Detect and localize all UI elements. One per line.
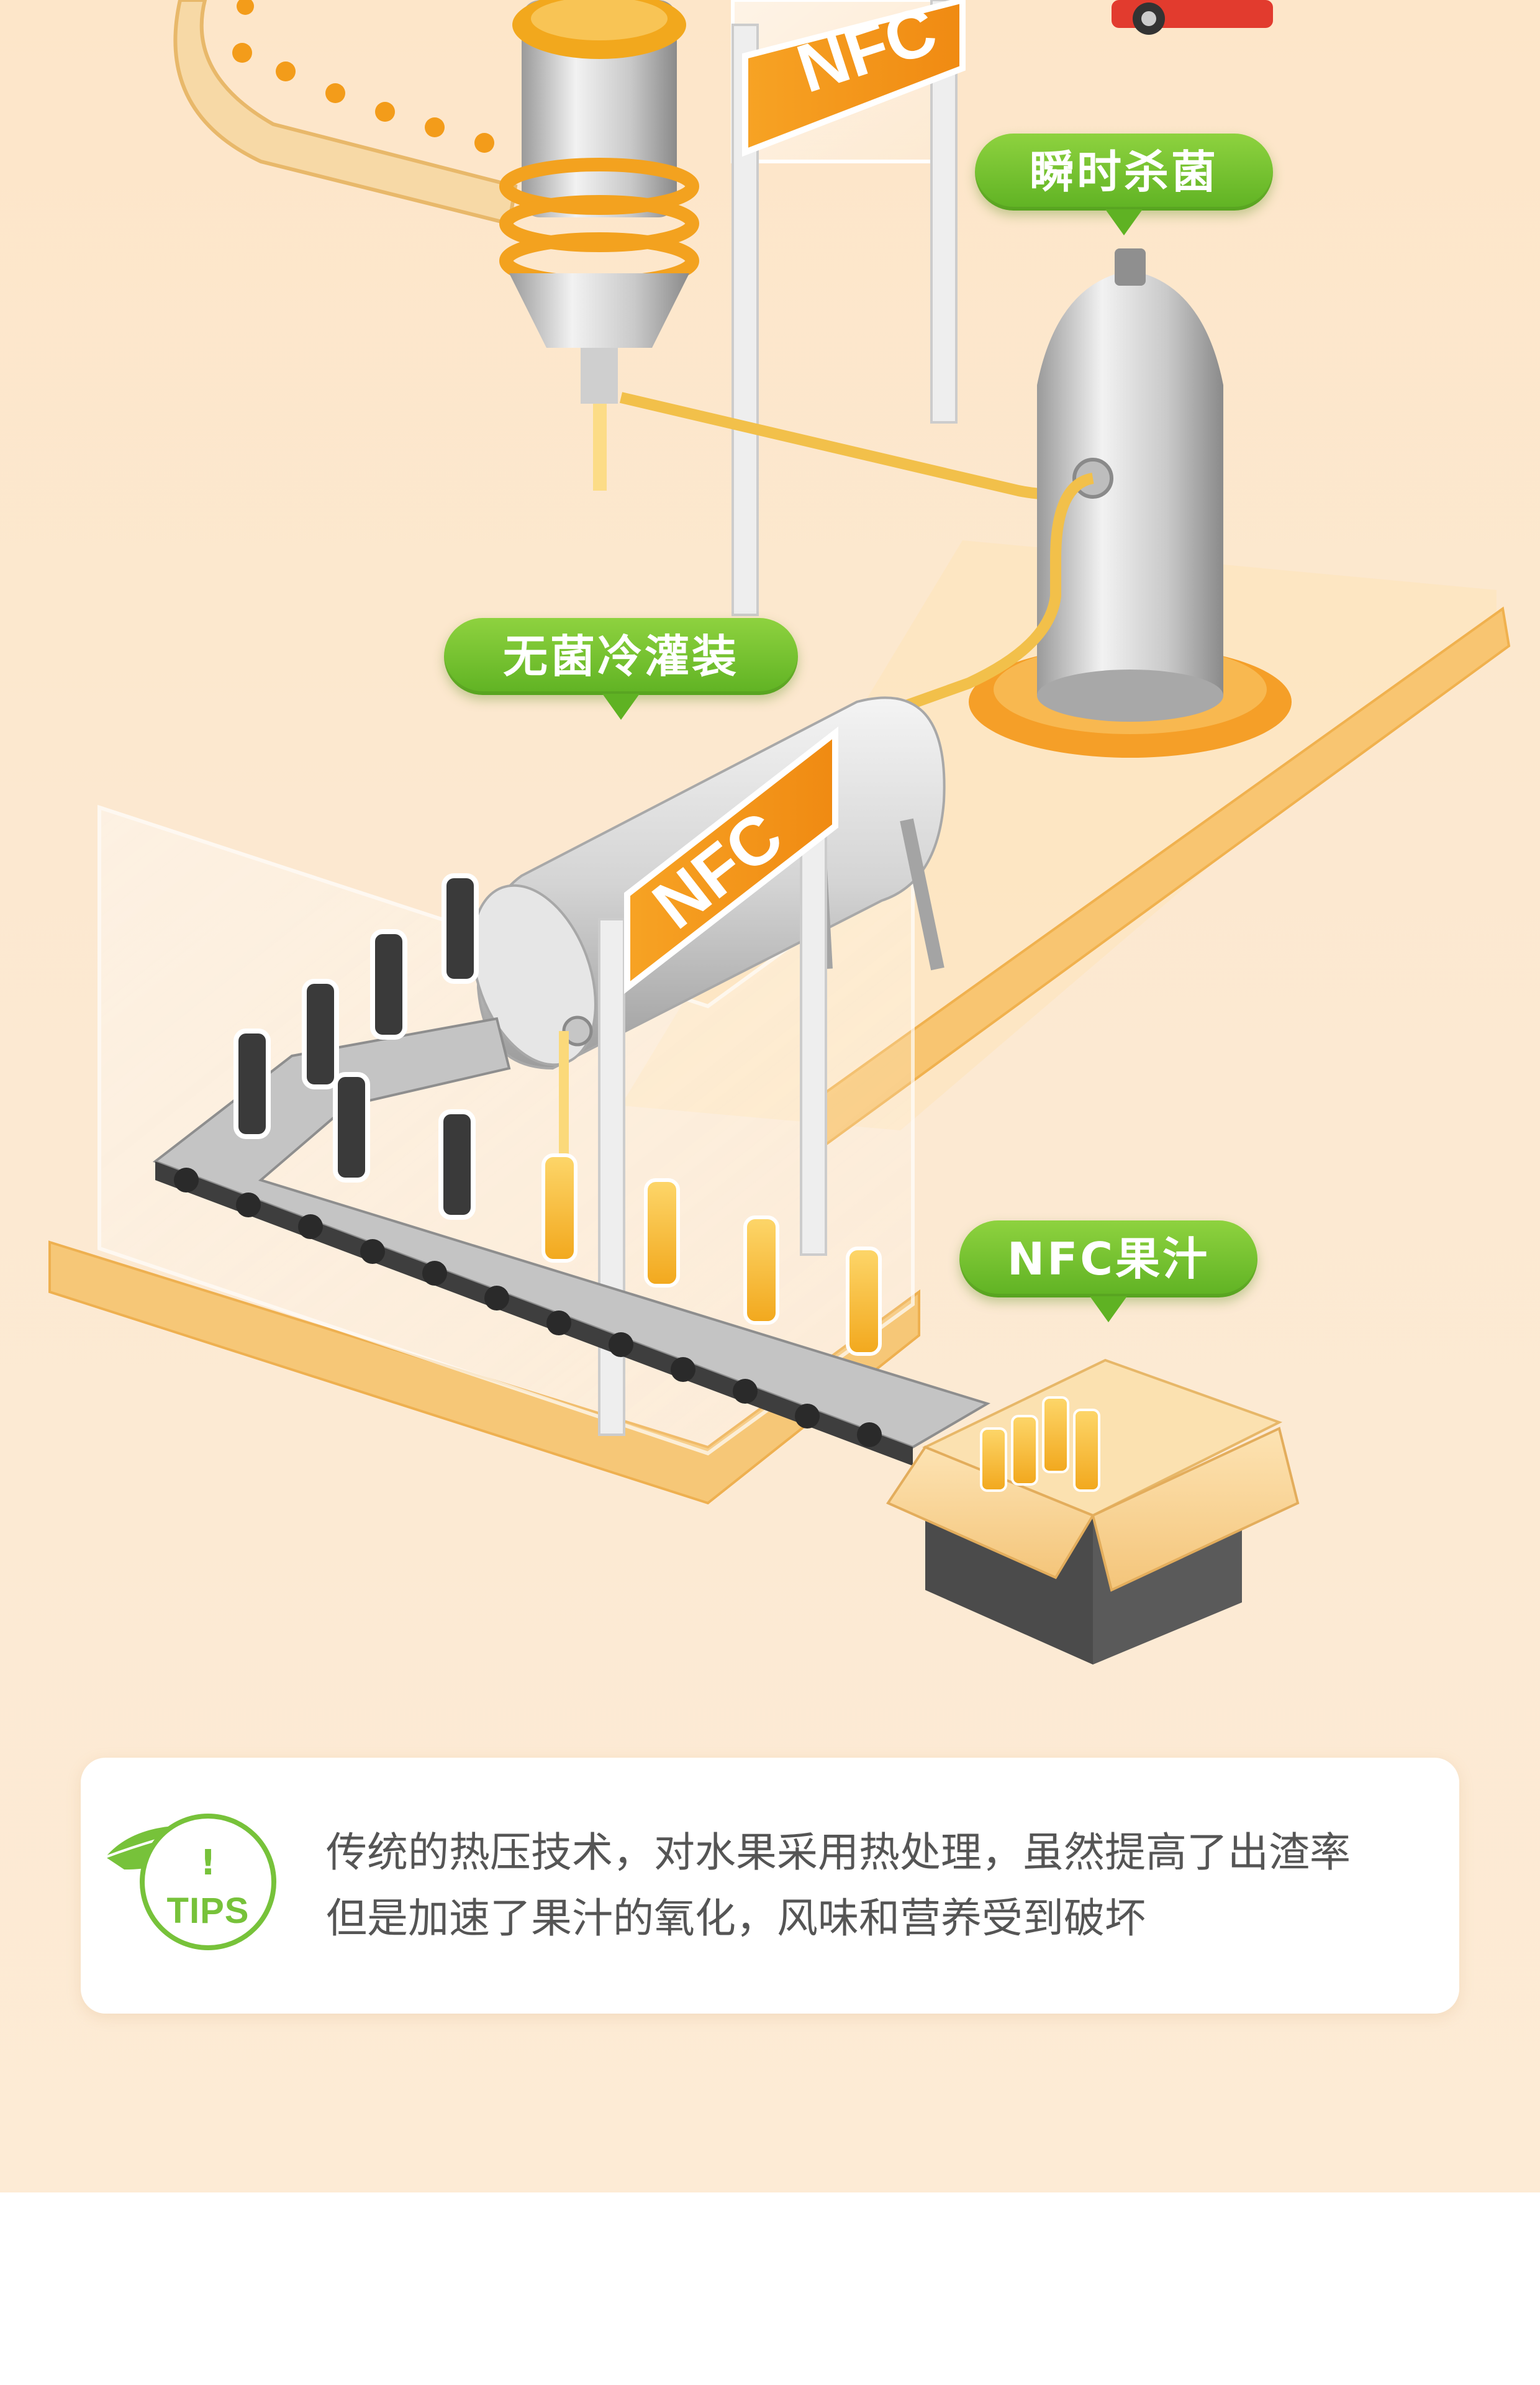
label-nfc-juice: NFC果汁 — [959, 1220, 1257, 1322]
tips-badge: ! TIPS — [140, 1814, 276, 1950]
filled-bottles — [541, 1153, 882, 1356]
label-instant-sterilization: 瞬时杀菌 — [975, 134, 1273, 235]
empty-bottles — [233, 873, 479, 1220]
tips-badge-label: TIPS — [166, 1891, 250, 1931]
tips-line-1: 传统的热压技术，对水果采用热处理，虽然提高了出渣率 — [326, 1828, 1351, 1876]
delivery-truck — [1112, 0, 1273, 35]
tips-line-2: 但是加速了果汁的氧化，风味和营养受到破坏 — [326, 1894, 1146, 1942]
orange-fruits — [232, 0, 494, 153]
sterilizer-tank — [969, 248, 1292, 758]
tips-text: 传统的热压技术，对水果采用热处理，虽然提高了出渣率 但是加速了果汁的氧化，风味和… — [326, 1820, 1431, 1951]
label-aseptic-cold-filling: 无菌冷灌装 — [444, 618, 798, 720]
tips-card: ! TIPS 传统的热压技术，对水果采用热处理，虽然提高了出渣率 但是加速了果汁… — [81, 1758, 1459, 2014]
juice-box — [886, 1358, 1300, 1665]
exclamation-icon: ! — [200, 1843, 216, 1883]
bottle-conveyor — [152, 1017, 990, 1466]
juice-press-machine — [499, 0, 699, 491]
factory-artwork: NFC — [48, 0, 1511, 1665]
